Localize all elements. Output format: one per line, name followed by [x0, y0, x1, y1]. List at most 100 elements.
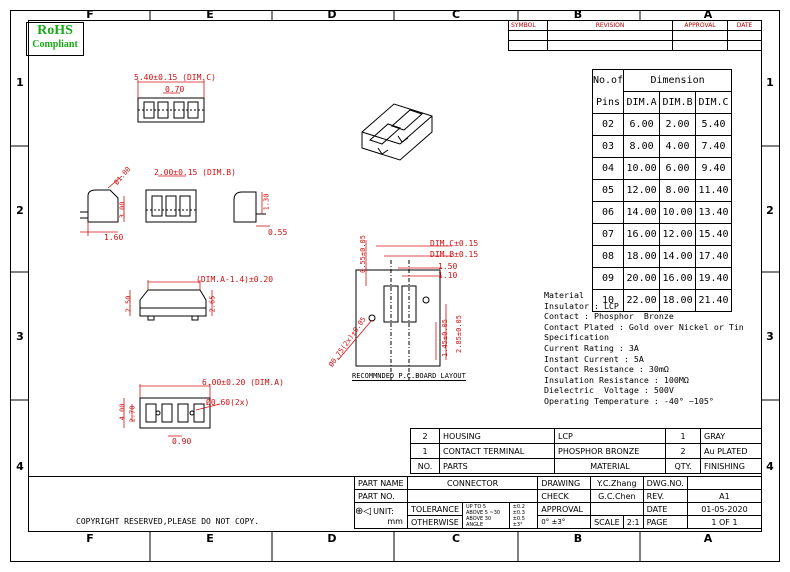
bom-qty: 1 [665, 428, 701, 444]
tb-rev: A1 [686, 489, 763, 503]
material-note-line: Dielectric Voltage : 500V [544, 385, 674, 396]
rohs-compliant-label: Compliant [32, 39, 78, 50]
tb-otherwise-label: OTHERWISE [406, 515, 464, 529]
bom-row: 2 HOUSING LCP 1 GRAY [410, 428, 762, 444]
tb-date-label: DATE [642, 502, 688, 516]
zone-col-a-bottom: A [703, 532, 713, 545]
tb-unit-cell: ⊕◁ UNIT: mm [354, 502, 408, 529]
dim-pins-cell: 10 [591, 289, 625, 312]
tb-part-name-label: PART NAME [354, 476, 408, 490]
tb-part-no-label: PART NO. [354, 489, 408, 503]
middle-view [139, 289, 207, 321]
rohs-label: RoHS [37, 23, 73, 38]
dim-label-pcb-c: DIM.C±0.15 [430, 239, 479, 248]
dim-label-pcb-055: 0.55±0.05 [358, 235, 367, 273]
bom-no: 2 [410, 428, 440, 444]
tb-tol-up: UP TO 5 [466, 503, 487, 510]
dim-label-mid-250: 2.50 [124, 295, 133, 313]
bom-header-material: MATERIAL [554, 458, 666, 474]
dim-label-pcb-110: 1.10 [438, 271, 458, 280]
tb-page-label: PAGE [642, 515, 688, 529]
bom-row: 1 CONTACT TERMINAL PHOSPHOR BRONZE 2 Au … [410, 443, 762, 459]
bom-header-no: NO. [410, 458, 440, 474]
bom-table: 2 HOUSING LCP 1 GRAY 1 CONTACT TERMINAL … [410, 428, 762, 474]
zone-col-b-bottom: B [573, 532, 583, 545]
tb-tolerance-values: ±0.2 ±0.3 ±0.5 ±3° [508, 502, 539, 529]
dim-label-side-300: 3.00 [118, 201, 127, 219]
zone-row-2-left: 2 [16, 204, 24, 217]
tb-angle-val: 0° ±3° [537, 515, 592, 529]
dim-label-bot-hole: Ø0.60(2x) [206, 398, 250, 407]
zone-row-2-right: 2 [766, 204, 774, 217]
copyright-text: COPYRIGHT RESERVED,PLEASE DO NOT COPY. [76, 517, 260, 526]
zone-col-a-top: A [703, 8, 713, 21]
drawing-border [28, 20, 762, 532]
tb-rev-label: REV. [642, 489, 688, 503]
tb-tolerance-ranges: UP TO 5 ABOVE 5 ~30 ABOVE 30 ANGLE [462, 502, 510, 529]
zone-col-c-bottom: C [451, 532, 461, 545]
tb-approval [590, 502, 644, 516]
pcb-layout-title: RECOMMNDED P.C.BOARD LAYOUT [352, 372, 466, 381]
tb-scale: 2:1 [622, 515, 644, 529]
zone-row-1-left: 1 [16, 76, 24, 89]
dim-label-front-b: 2.00±0.15 (DIM.B) [154, 168, 236, 177]
dim-label-mid-a: (DIM.A-1.4)±0.20 [196, 275, 274, 284]
side-view [80, 189, 119, 223]
tb-scale-label: SCALE [590, 515, 624, 529]
zone-col-b-top: B [573, 8, 583, 21]
dim-label-mid-265: 2.65 [208, 295, 217, 313]
drawing-frame [10, 10, 780, 562]
bom-header-finishing: FINISHING [700, 458, 762, 474]
tb-tol-up-val: ±0.2 [512, 503, 525, 510]
zone-col-e-top: E [206, 8, 214, 21]
tb-page: 1 OF 1 [686, 515, 763, 529]
dim-label-side-160: 1.60 [104, 233, 124, 242]
zone-row-3-left: 3 [16, 330, 24, 343]
zone-col-f-bottom: F [86, 532, 94, 545]
tb-check-by: G.C.Chen [590, 489, 644, 503]
material-note-line: Contact Resistance : 30mΩ [544, 364, 669, 375]
material-note-line: Instant Current : 5A [544, 353, 644, 364]
front-view [145, 189, 197, 223]
tb-unit: mm [387, 516, 403, 526]
dim-label-bot-400: 4.00 [118, 403, 127, 421]
dim-header-noof: No.of [591, 69, 625, 92]
projection-symbol-icon: ⊕◁ [355, 505, 372, 517]
bottom-view [139, 397, 211, 429]
tb-dwg-label: DWG.NO. [642, 476, 688, 490]
title-block: PART NAME CONNECTOR DRAWING Y.C.Zhang DW… [354, 476, 763, 529]
dim-label-bot-a: 6.00±0.20 (DIM.A) [202, 378, 284, 387]
dimension-table: No.of Dimension Pins DIM.A DIM.B DIM.C 0… [591, 69, 732, 312]
isometric-view [361, 103, 433, 161]
tb-approval-label: APPROVAL [537, 502, 592, 516]
dim-label-pcb-145: 1.45±0.05 [440, 319, 449, 357]
tb-date: 01-05-2020 [686, 502, 763, 516]
zone-row-3-right: 3 [766, 330, 774, 343]
material-note-line: Contact Plated : Gold over Nickel or Tin [544, 321, 744, 332]
tb-drawing-label: DRAWING [537, 476, 592, 490]
dim-label-pcb-b: DIM.B±0.15 [430, 250, 479, 259]
top-view [137, 97, 205, 123]
material-note-line: Insulation Resistance : 100MΩ [544, 374, 689, 385]
bom-header-qty: QTY. [665, 458, 701, 474]
dim-label-pcb-285: 2.85±0.05 [454, 315, 463, 353]
dim-label-right-055: 0.55 [268, 228, 288, 237]
tb-tolerance-label: TOLERANCE [406, 502, 464, 516]
tb-check-label: CHECK [537, 489, 592, 503]
material-note-line: Contact : Phosphor Bronze [544, 311, 674, 322]
bom-material: PHOSPHOR BRONZE [554, 443, 666, 459]
bom-material: LCP [554, 428, 666, 444]
zone-col-c-top: C [451, 8, 461, 21]
dim-pins-cell: 09 [591, 267, 625, 290]
bom-header-row: NO. PARTS MATERIAL QTY. FINISHING [410, 458, 762, 474]
tb-part-name: CONNECTOR [406, 476, 539, 490]
